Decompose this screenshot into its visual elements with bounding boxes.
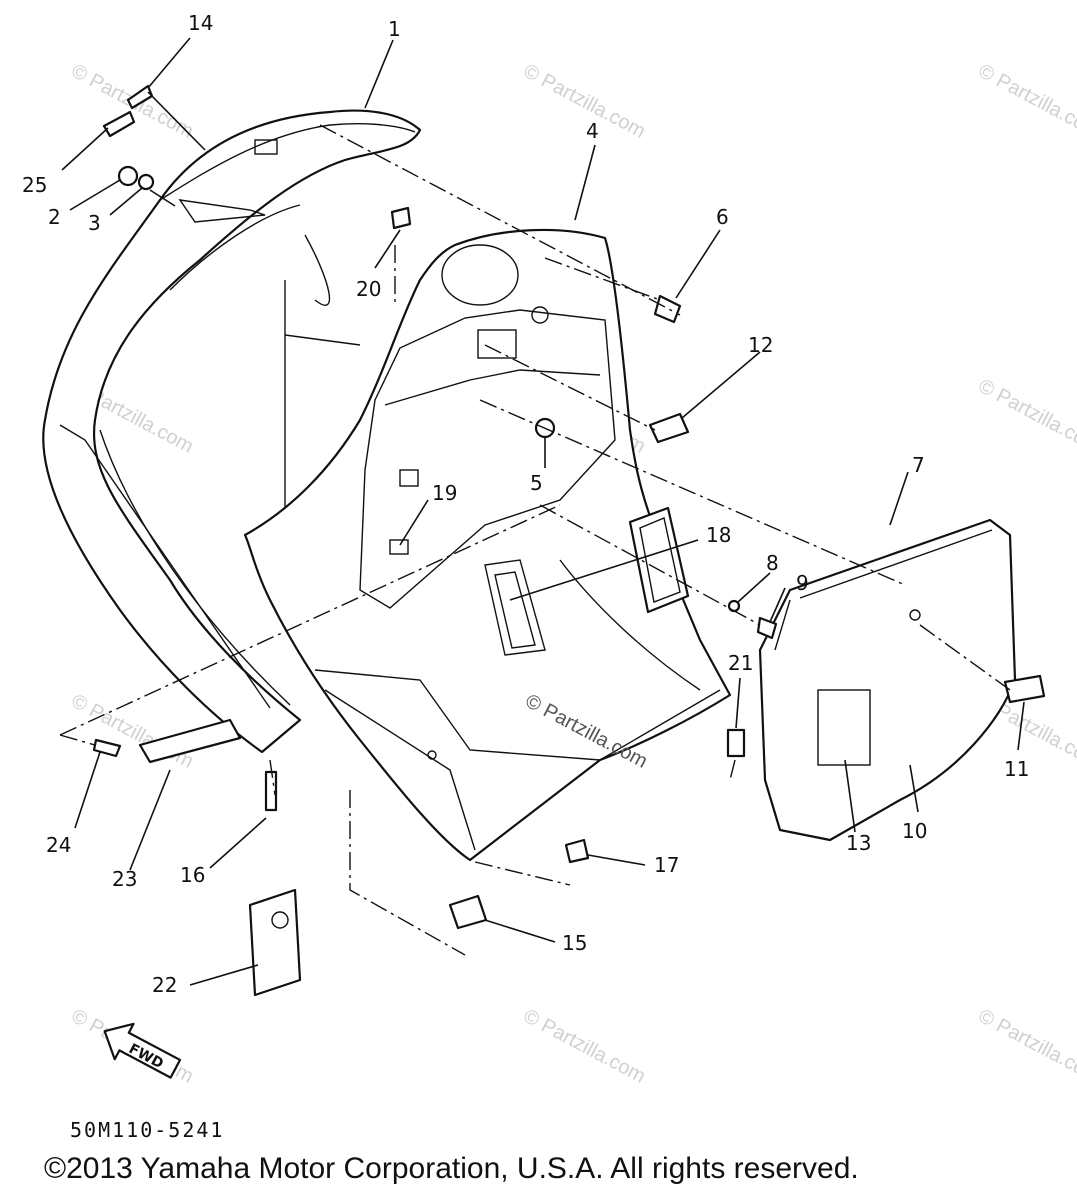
copyright-notice: ©2013 Yamaha Motor Corporation, U.S.A. A… <box>44 1152 859 1185</box>
front-cover-part <box>42 109 422 754</box>
callout-7: 7 <box>912 453 925 477</box>
callout-2: 2 <box>48 205 61 229</box>
callout-21: 21 <box>728 651 753 675</box>
callout-8: 8 <box>766 551 779 575</box>
callout-6: 6 <box>716 205 729 229</box>
callout-20: 20 <box>356 277 381 301</box>
forward-arrow-icon: FWD <box>103 1022 182 1079</box>
callout-10: 10 <box>902 819 927 843</box>
callout-12: 12 <box>748 333 773 357</box>
small-parts <box>92 84 1046 997</box>
glove-box-lid-part <box>758 518 1017 842</box>
callout-25: 25 <box>22 173 47 197</box>
callout-14: 14 <box>188 11 213 35</box>
callout-16: 16 <box>180 863 205 887</box>
callout-9: 9 <box>796 571 809 595</box>
callout-labels: 1 2 3 4 5 6 7 8 9 10 11 12 13 14 15 16 1… <box>22 11 1029 997</box>
callout-5: 5 <box>530 471 543 495</box>
callout-24: 24 <box>46 833 71 857</box>
callout-18: 18 <box>706 523 731 547</box>
callout-17: 17 <box>654 853 679 877</box>
diagram-code: 50M110-5241 <box>70 1118 225 1142</box>
callout-19: 19 <box>432 481 457 505</box>
leg-shield-part <box>243 228 732 862</box>
callout-3: 3 <box>88 211 101 235</box>
callout-11: 11 <box>1004 757 1029 781</box>
callout-13: 13 <box>846 831 871 855</box>
callout-15: 15 <box>562 931 587 955</box>
leader-lines <box>61 37 1025 986</box>
callout-4: 4 <box>586 119 599 143</box>
callout-1: 1 <box>388 17 401 41</box>
callout-23: 23 <box>112 867 137 891</box>
assembly-lines <box>59 124 1011 956</box>
callout-22: 22 <box>152 973 177 997</box>
